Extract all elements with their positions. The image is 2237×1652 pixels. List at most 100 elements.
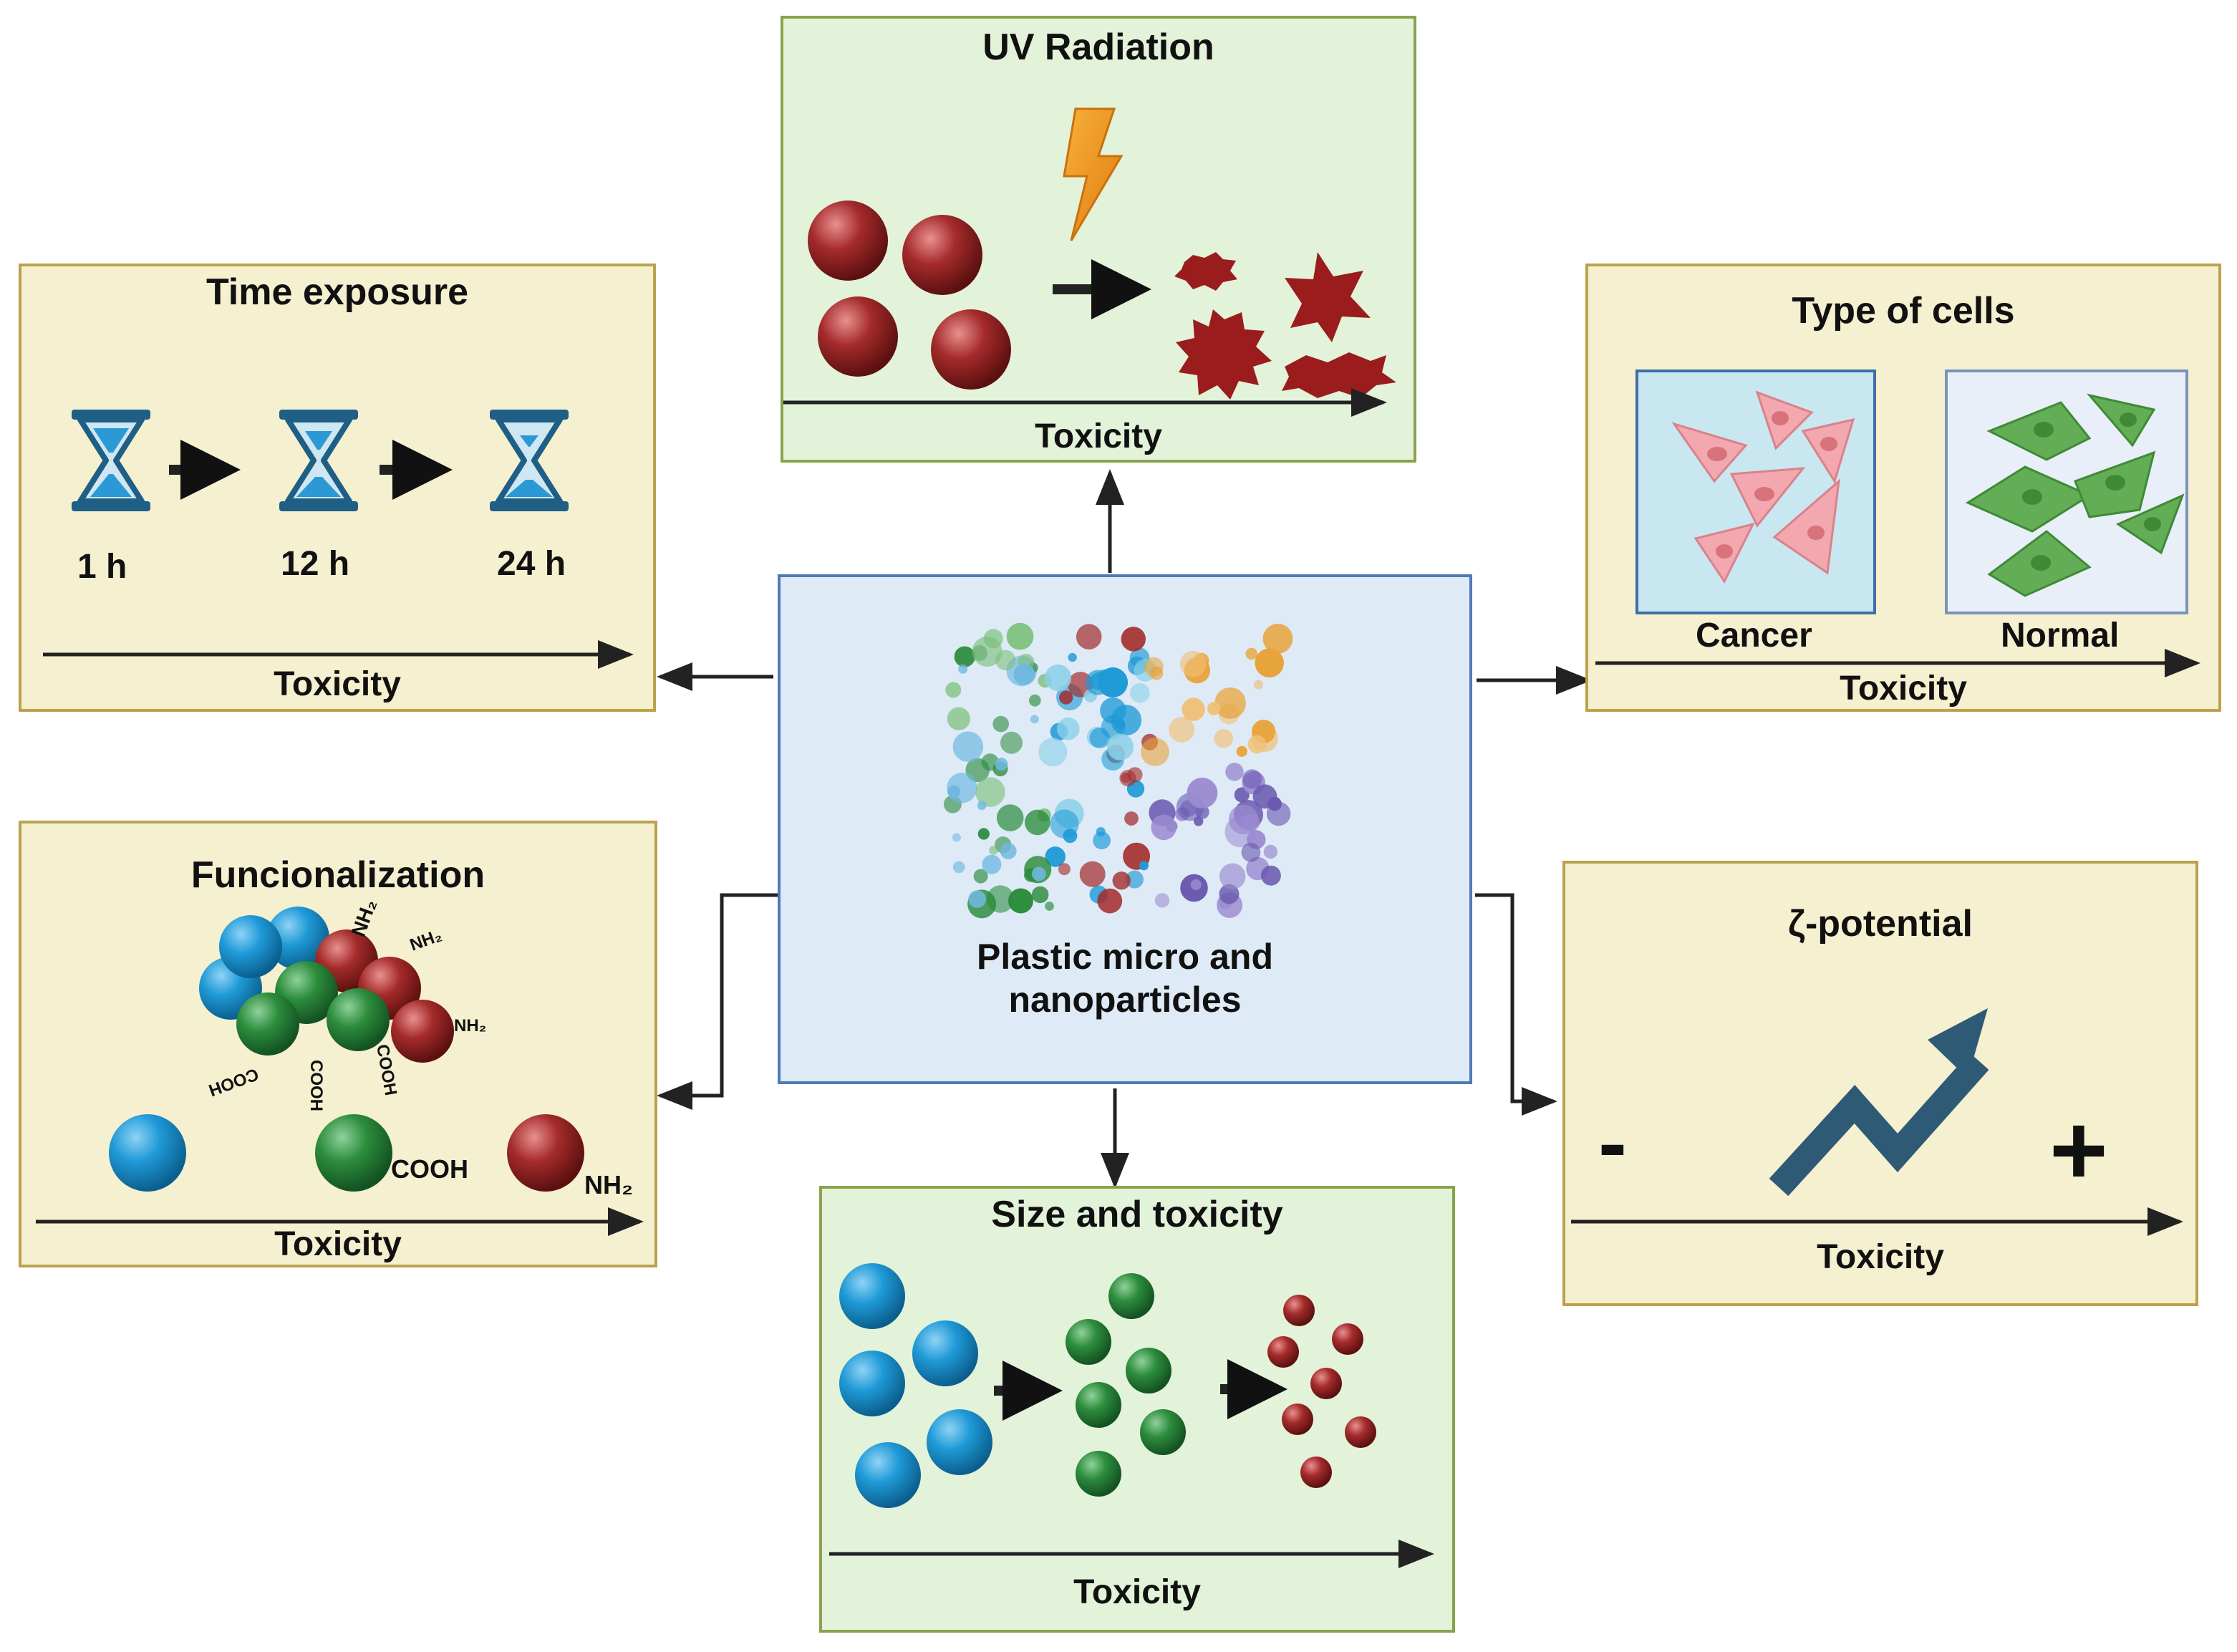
- cloud-particle: [1100, 697, 1126, 724]
- fragment-star: [1285, 252, 1371, 342]
- cloud-particle: [1028, 694, 1041, 707]
- time-exposure-title: Time exposure: [206, 271, 469, 313]
- cooh-label: COOH: [391, 1154, 468, 1184]
- cloud-particle: [952, 731, 984, 762]
- trend-arrow: [1769, 1053, 1989, 1197]
- cloud-particle: [992, 715, 1009, 733]
- cloud-particle: [995, 758, 1008, 771]
- cloud-particle: [1058, 863, 1071, 876]
- cloud-particle: [1214, 729, 1234, 748]
- cloud-particle: [1214, 687, 1246, 719]
- cloud-particle: [958, 664, 968, 674]
- toxicity-label: Toxicity: [274, 665, 401, 703]
- cloud-particle: [1045, 846, 1066, 867]
- cloud-particle: [1182, 697, 1205, 721]
- cloud-particle: [1059, 690, 1073, 705]
- cloud-particle: [1121, 627, 1146, 652]
- particle-green-medium: [1126, 1348, 1171, 1393]
- particle-red: [808, 201, 888, 281]
- cloud-particle: [1127, 767, 1143, 783]
- toxicity-label: Toxicity: [1073, 1573, 1201, 1611]
- cloud-particle: [1038, 738, 1068, 767]
- cloud-particle: [1179, 650, 1207, 677]
- cloud-particle: [945, 682, 962, 698]
- particle-green-medium: [1076, 1451, 1121, 1497]
- fragment-shapes: [1174, 252, 1396, 400]
- time-label-1h: 1 h: [77, 548, 127, 586]
- plus-sign: +: [2049, 1093, 2108, 1206]
- cluster-label: COOH: [206, 1064, 261, 1100]
- hourglass-icon: [72, 410, 150, 511]
- functionalization-title: Funcionalization: [190, 854, 485, 896]
- cloud-particle: [1032, 866, 1046, 881]
- cloud-particle: [977, 801, 987, 811]
- cloud-particle: [982, 854, 1002, 874]
- cloud-particle: [1057, 718, 1080, 740]
- time-exposure-panel: Time exposure 1 h 12 h 24 h Toxicity: [19, 264, 656, 712]
- cloud-particle: [989, 846, 998, 855]
- cluster-label: COOH: [372, 1043, 400, 1097]
- size-toxicity-panel: Size and toxicity Toxicity: [819, 1186, 1455, 1633]
- particle-cloud-illustration: [943, 622, 1293, 919]
- cloud-particle: [1000, 843, 1017, 859]
- particle-green: [236, 992, 299, 1056]
- cloud-particle: [1025, 809, 1050, 836]
- cloud-particle: [975, 777, 1005, 807]
- cloud-particle: [1050, 809, 1079, 839]
- cloud-particle: [1096, 827, 1106, 836]
- cloud-particle: [1124, 811, 1139, 826]
- particle-red-nh2: [507, 1114, 584, 1192]
- cloud-particle: [1236, 745, 1247, 757]
- particle-red-small: [1310, 1368, 1342, 1399]
- particle-blue: [266, 907, 329, 970]
- cloud-particle: [952, 861, 965, 874]
- cloud-particle: [1228, 804, 1259, 834]
- cloud-particle: [1045, 664, 1072, 692]
- particle-red: [902, 215, 982, 295]
- cloud-particle: [1045, 902, 1054, 911]
- cloud-particle: [981, 753, 999, 771]
- cloud-particle: [1219, 863, 1246, 890]
- cancer-label: Cancer: [1696, 617, 1812, 654]
- cloud-particle: [973, 869, 988, 884]
- cloud-particle: [1031, 886, 1049, 904]
- cloud-particle: [977, 828, 990, 840]
- size-illustration: [829, 1263, 1434, 1568]
- center-label-line2: nanoparticles: [1008, 980, 1242, 1020]
- particle-blue-large: [912, 1320, 978, 1386]
- particle-red: [931, 309, 1011, 390]
- cloud-particle: [1194, 816, 1204, 826]
- fragment-small: [1174, 252, 1237, 291]
- toxicity-label: Toxicity: [274, 1225, 402, 1263]
- particle-red: [818, 296, 898, 377]
- cloud-particle: [1139, 861, 1149, 871]
- particle-red-small: [1267, 1336, 1299, 1368]
- zeta-potential-title: ζ-potential: [1788, 903, 1973, 945]
- functionalization-illustration: NH₂ NH₂ NH₂ COOH COOH COOH: [36, 897, 644, 1236]
- cloud-particle: [996, 804, 1024, 831]
- cloud-particle: [1030, 715, 1039, 724]
- particle-red-small: [1345, 1416, 1376, 1448]
- cloud-particle: [1207, 702, 1221, 715]
- fragment-flat: [1282, 352, 1396, 398]
- center-panel: Plastic micro and nanoparticles: [778, 574, 1472, 1084]
- functionalization-panel: Funcionalization NH₂ NH₂ NH₂ COOH COOH C…: [19, 821, 657, 1267]
- hourglass-icon: [490, 410, 569, 511]
- cloud-particle: [947, 707, 970, 730]
- connector-lower-left: [657, 893, 779, 1110]
- time-label-12h: 12 h: [281, 545, 350, 583]
- minus-sign: -: [1598, 1095, 1627, 1191]
- particle-blue-bare: [109, 1114, 186, 1192]
- time-label-24h: 24 h: [497, 545, 566, 583]
- particle-green-cooh: [315, 1114, 392, 1192]
- particle-green-medium: [1076, 1382, 1121, 1428]
- center-label-line1: Plastic micro and: [976, 937, 1274, 977]
- cloud-particle: [1079, 861, 1106, 887]
- cloud-particle: [1245, 647, 1258, 660]
- zeta-potential-panel: ζ-potential - + Toxicity: [1562, 861, 2198, 1306]
- nh2-label: NH₂: [584, 1170, 633, 1199]
- cloud-particle: [1255, 648, 1284, 678]
- particle-blue-large: [839, 1351, 905, 1416]
- cloud-particle: [1130, 682, 1150, 703]
